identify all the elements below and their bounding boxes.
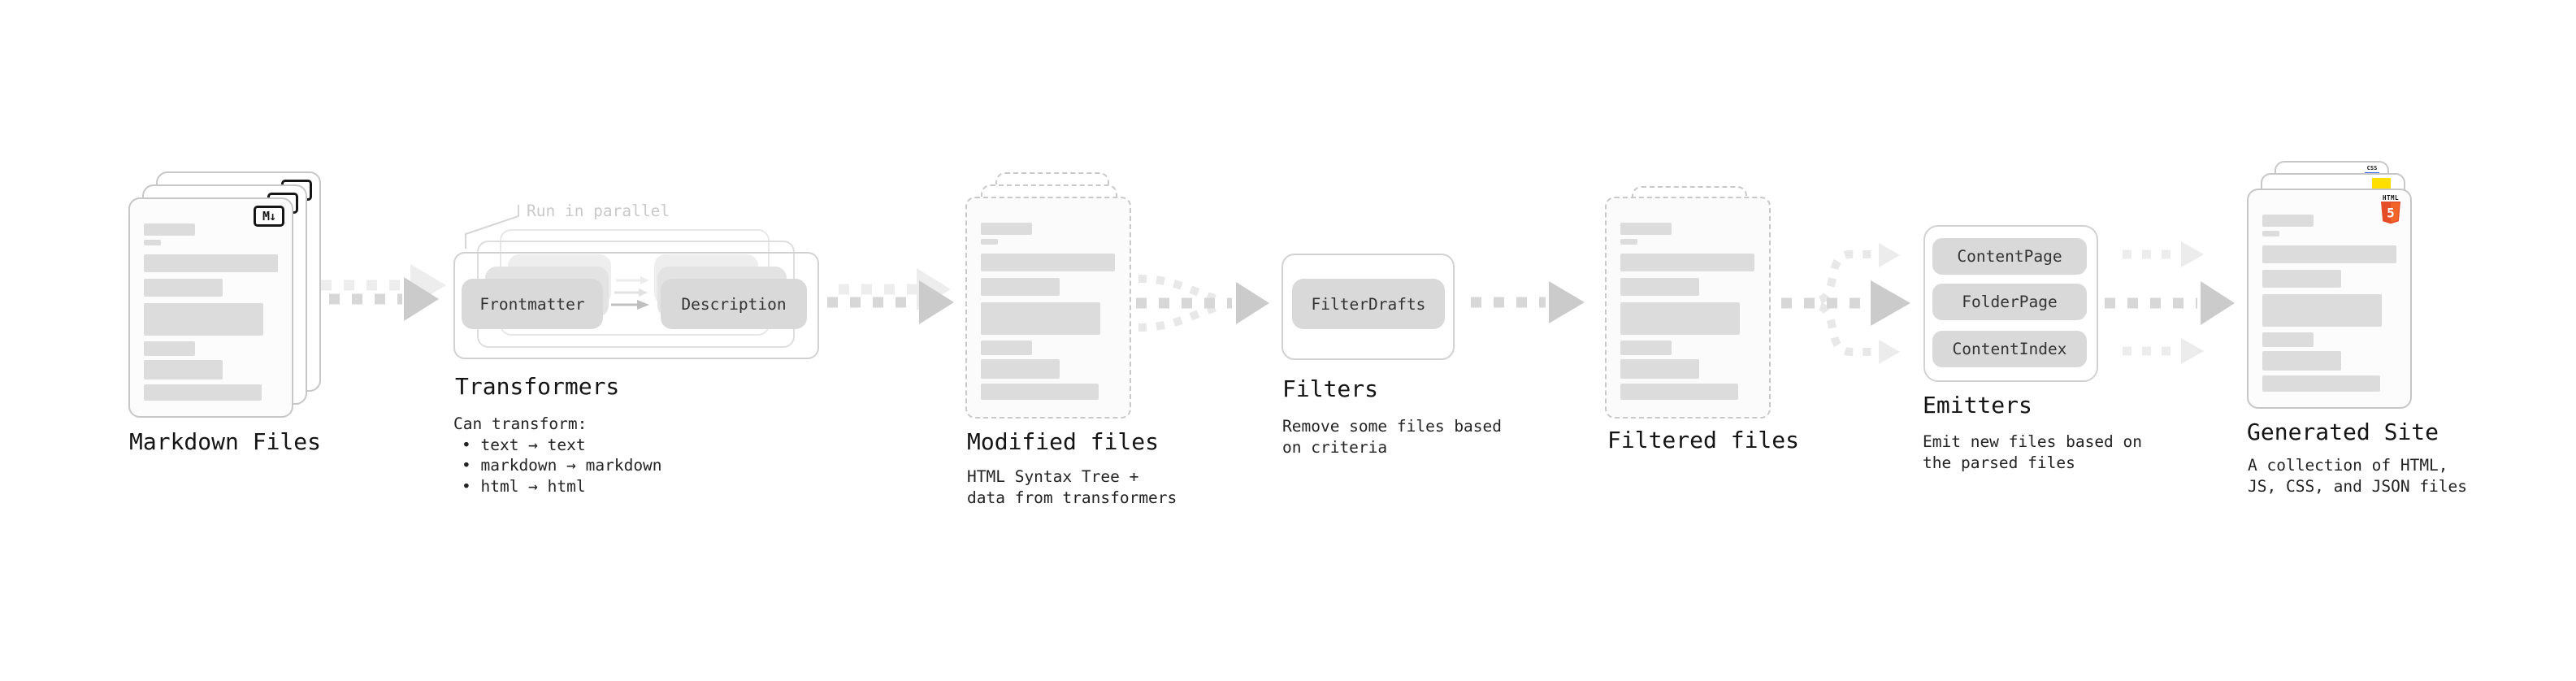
- skeleton-bar: [981, 302, 1100, 335]
- caption-line: A collection of HTML,: [2248, 456, 2448, 475]
- skeleton-bar: [981, 384, 1099, 400]
- skeleton-bar: [144, 279, 223, 297]
- skeleton-bar: [2262, 215, 2314, 227]
- svg-text:5: 5: [2387, 206, 2395, 221]
- arrow-modified-to-filters-merge: [1136, 275, 1269, 332]
- stage-title-emitters: Emitters: [1923, 392, 2032, 419]
- skeleton-bar: [144, 240, 161, 245]
- arrow-transformers-to-modified: [827, 268, 954, 324]
- caption-line: on criteria: [1282, 437, 1388, 457]
- description-pill: Description: [661, 279, 807, 329]
- generated-file-card-html: HTML 5: [2247, 189, 2412, 409]
- modified-file-card-front: [965, 197, 1131, 419]
- caption-line: Remove some files based: [1282, 417, 1503, 436]
- file-skeleton: [2262, 215, 2396, 397]
- markdown-file-card-front: M↓: [128, 197, 293, 418]
- html5-shield: 5: [2381, 202, 2400, 224]
- skeleton-bar: [2262, 351, 2341, 371]
- skeleton-bar: [981, 254, 1115, 271]
- run-in-parallel-annotation: Run in parallel: [527, 202, 670, 220]
- generated-site-caption: A collection of HTML, JS, CSS, and JSON …: [2248, 455, 2467, 497]
- skeleton-bar: [2262, 375, 2380, 392]
- filters-caption: Remove some files based on criteria: [1282, 416, 1502, 458]
- emitters-caption: Emit new files based on the parsed files: [1923, 432, 2142, 473]
- stage-title-modified-files: Modified files: [967, 428, 1160, 455]
- caption-line: HTML Syntax Tree +: [967, 467, 1139, 486]
- skeleton-bar: [1620, 239, 1637, 245]
- arrow-markdown-to-transformers: [306, 264, 446, 321]
- caption-bullet: • text → text: [462, 435, 586, 454]
- stage-title-transformers: Transformers: [455, 373, 620, 400]
- contentindex-pill: ContentIndex: [1932, 331, 2087, 367]
- caption-heading: Can transform:: [453, 414, 588, 433]
- skeleton-bar: [1620, 384, 1738, 400]
- stage-title-filtered-files: Filtered files: [1607, 427, 1800, 453]
- html5-icon-label: HTML: [2382, 194, 2400, 202]
- markdown-icon: M↓: [254, 206, 284, 227]
- arrows-emitters-to-generated: [2105, 241, 2235, 364]
- transformer-layer-front: [453, 252, 819, 359]
- caption-bullet: • markdown → markdown: [462, 456, 662, 475]
- skeleton-bar: [1620, 278, 1699, 296]
- skeleton-bar: [2262, 294, 2382, 327]
- skeleton-bar: [144, 360, 223, 380]
- skeleton-bar: [981, 239, 998, 245]
- arrow-filters-to-filtered: [1471, 281, 1585, 323]
- caption-line: JS, CSS, and JSON files: [2248, 476, 2468, 496]
- caption-line: Emit new files based on: [1923, 432, 2143, 451]
- skeleton-bar: [2262, 332, 2314, 347]
- skeleton-bar: [1620, 340, 1672, 355]
- file-skeleton: [144, 223, 278, 406]
- skeleton-bar: [981, 278, 1060, 296]
- file-skeleton: [981, 223, 1116, 405]
- arrow-filtered-to-emitters-split: [1781, 243, 1910, 364]
- skeleton-bar: [2262, 231, 2279, 236]
- modified-files-caption: HTML Syntax Tree + data from transformer…: [967, 466, 1177, 508]
- transformers-caption: Can transform: • text → text • markdown …: [453, 414, 662, 497]
- filtered-file-card-front: [1605, 197, 1771, 419]
- javascript-icon: [2372, 178, 2391, 189]
- css-icon-label: CSS: [2366, 165, 2378, 171]
- skeleton-bar: [144, 341, 195, 356]
- skeleton-bar: [1620, 359, 1699, 379]
- file-skeleton: [1620, 223, 1755, 405]
- skeleton-bar: [981, 359, 1060, 379]
- stage-title-generated-site: Generated Site: [2247, 419, 2439, 445]
- caption-bullet: • html → html: [462, 476, 586, 496]
- caption-line: data from transformers: [967, 488, 1177, 507]
- skeleton-bar: [144, 223, 195, 236]
- skeleton-bar: [1620, 302, 1740, 335]
- caption-line: the parsed files: [1923, 453, 2075, 472]
- html5-icon: HTML 5: [2379, 194, 2402, 228]
- folderpage-pill: FolderPage: [1932, 284, 2087, 320]
- skeleton-bar: [144, 384, 262, 401]
- contentpage-pill: ContentPage: [1932, 238, 2087, 275]
- frontmatter-pill: Frontmatter: [462, 279, 603, 329]
- skeleton-bar: [2262, 245, 2396, 263]
- skeleton-bar: [144, 254, 278, 272]
- skeleton-bar: [1620, 223, 1672, 235]
- skeleton-bar: [981, 340, 1032, 355]
- skeleton-bar: [2262, 270, 2341, 288]
- stage-title-filters: Filters: [1282, 375, 1379, 402]
- skeleton-bar: [1620, 254, 1754, 271]
- skeleton-bar: [981, 223, 1032, 235]
- stage-title-markdown-files: Markdown Files: [129, 428, 322, 455]
- filterdrafts-pill: FilterDrafts: [1292, 279, 1445, 329]
- skeleton-bar: [144, 303, 263, 336]
